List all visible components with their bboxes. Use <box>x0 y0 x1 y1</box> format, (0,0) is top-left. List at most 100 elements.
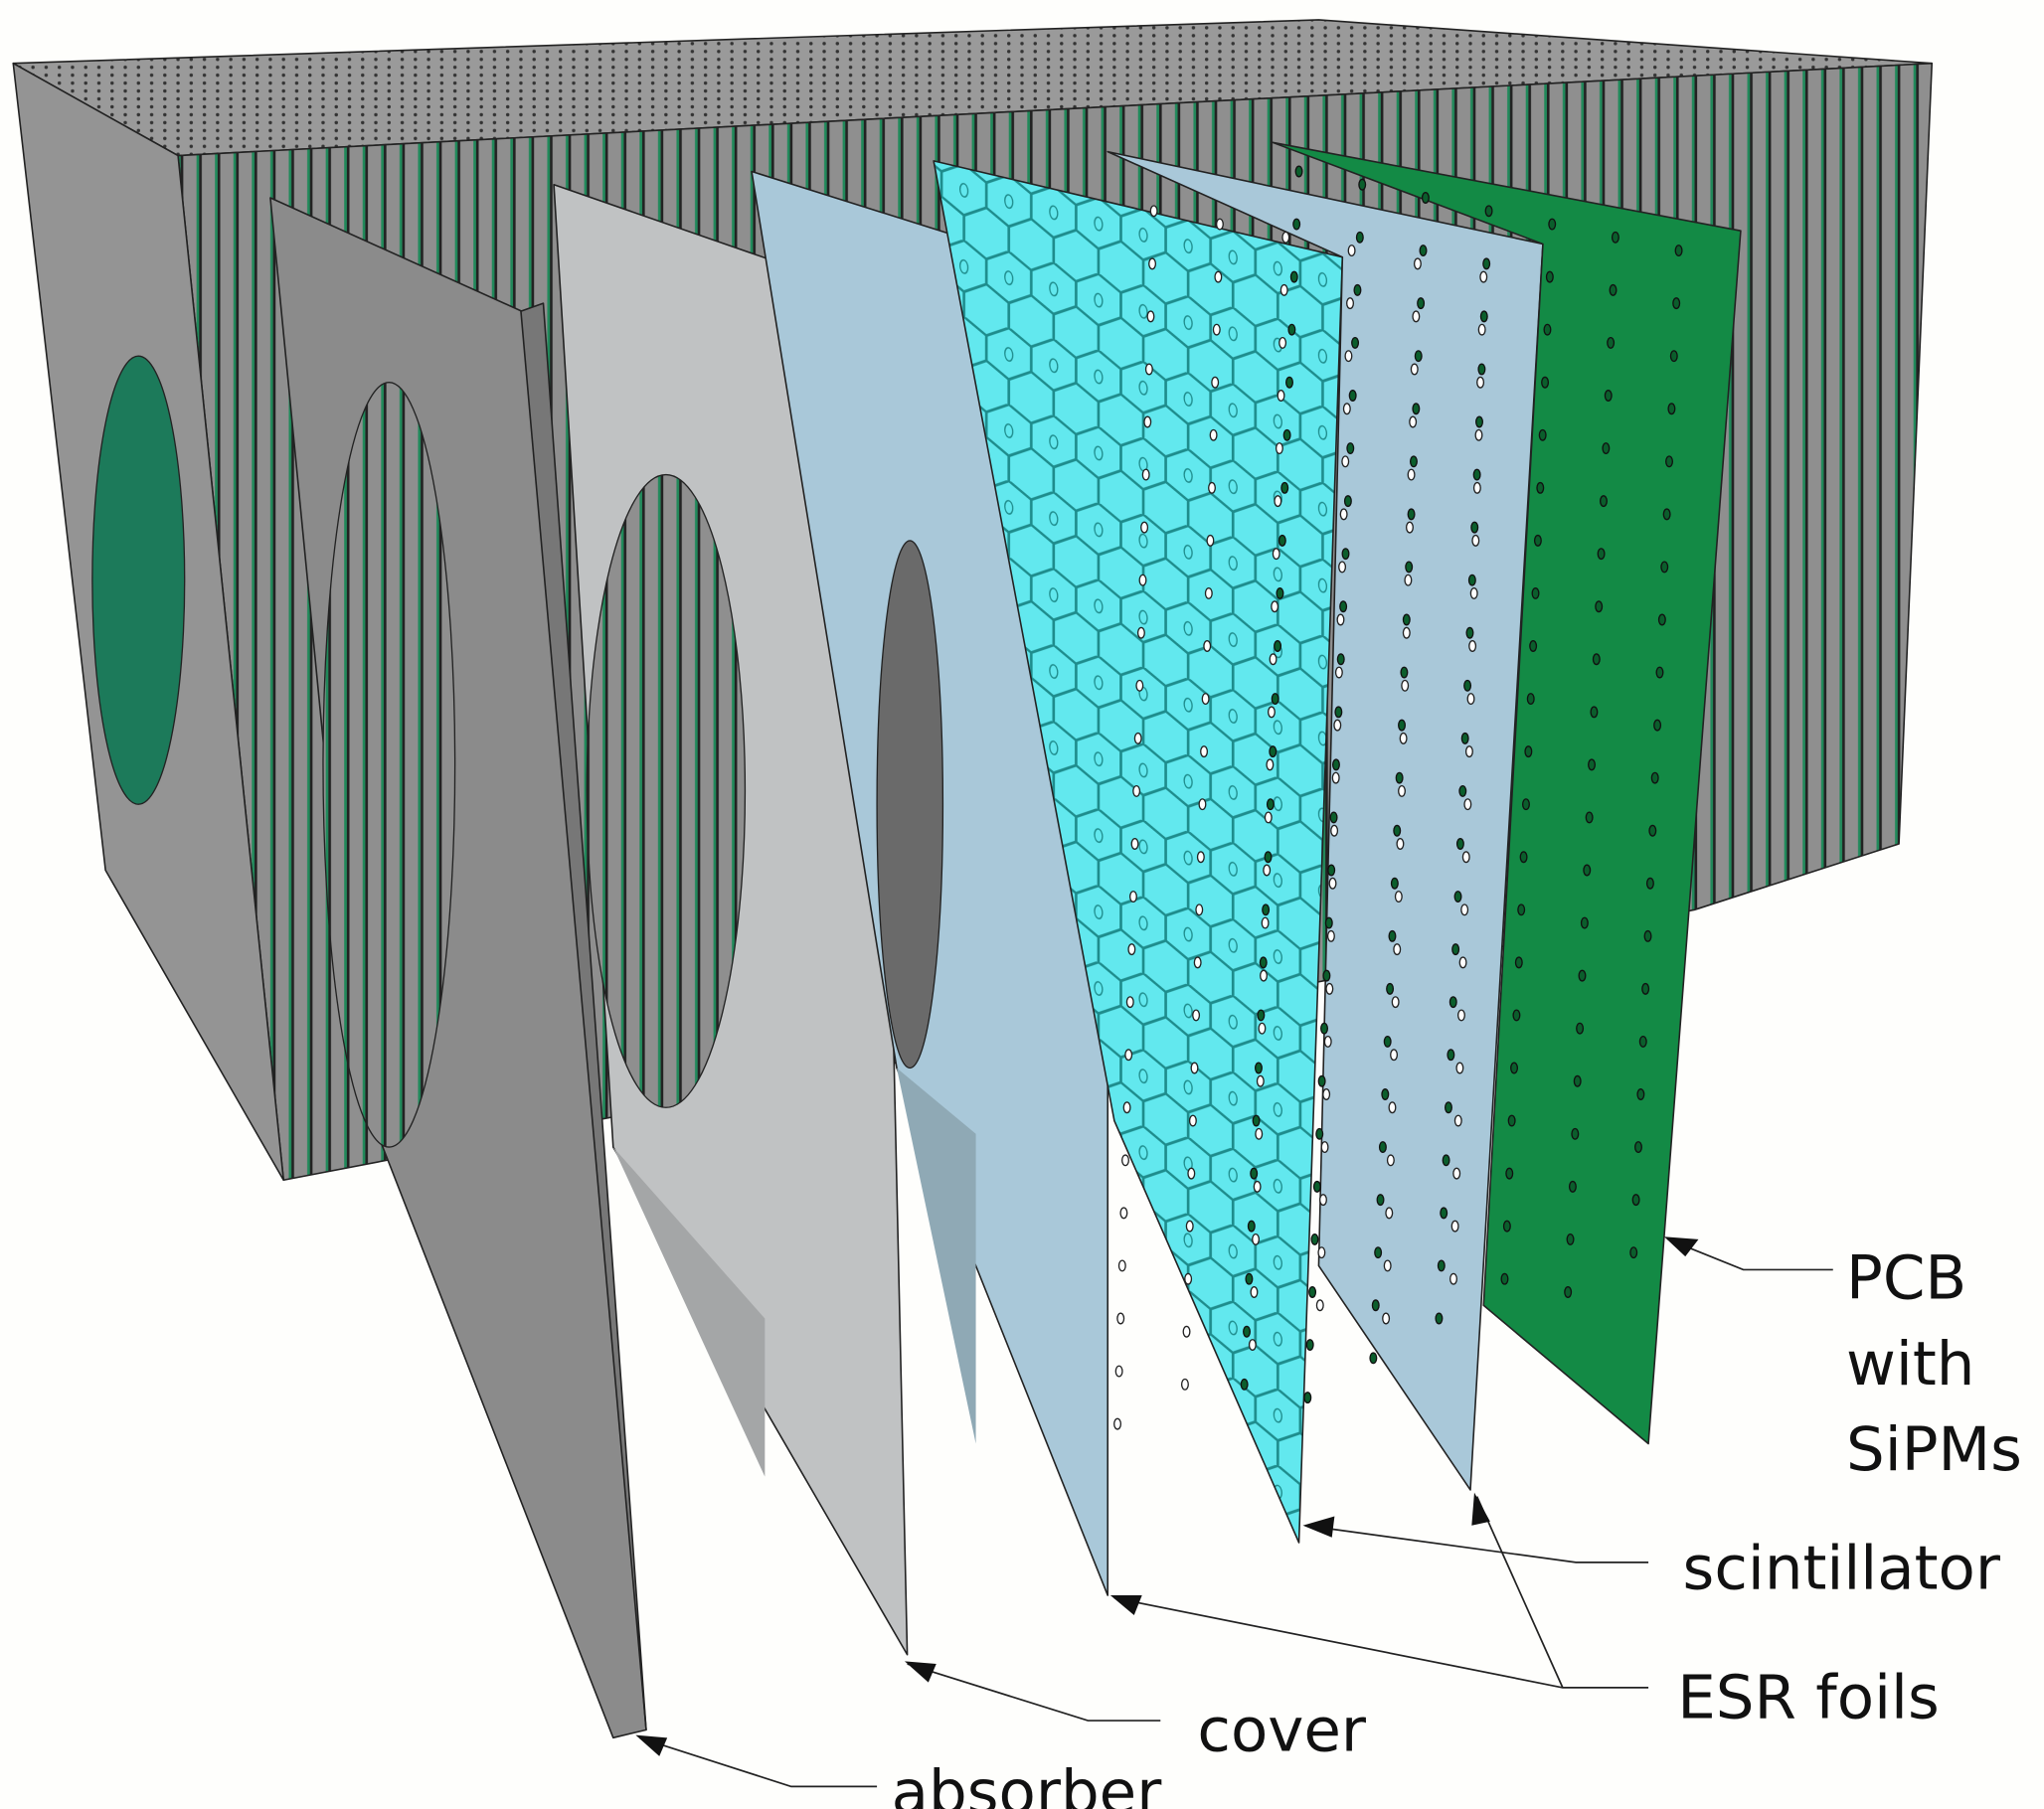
hole <box>1326 929 1335 942</box>
scintillator-leader <box>1305 1524 1649 1563</box>
hole <box>1390 877 1399 890</box>
hole <box>1645 877 1654 890</box>
hole <box>1190 1062 1199 1074</box>
hole <box>1378 1141 1387 1154</box>
hole <box>1543 323 1552 336</box>
hole <box>1455 838 1464 850</box>
hole <box>1460 732 1469 744</box>
hole <box>1566 1233 1575 1245</box>
hole <box>1282 428 1291 441</box>
hole <box>1409 415 1418 428</box>
hole <box>1344 350 1353 363</box>
hole <box>1607 336 1616 349</box>
hole <box>1450 1220 1459 1233</box>
hole <box>1289 270 1298 283</box>
pcb-leader <box>1667 1238 1833 1271</box>
hole <box>1592 653 1601 666</box>
sipm-positions <box>1240 165 1683 1404</box>
hole <box>1548 218 1557 231</box>
hole <box>1391 996 1400 1009</box>
hole <box>1419 245 1428 257</box>
hole <box>1662 508 1671 521</box>
hole <box>1479 310 1488 323</box>
hole <box>1127 943 1136 956</box>
hole <box>1524 745 1533 758</box>
hole <box>1386 982 1395 995</box>
label-pcb-line1: PCB <box>1846 1243 1966 1314</box>
hole <box>1440 1207 1448 1220</box>
hole <box>1327 864 1336 877</box>
hole <box>1287 323 1296 336</box>
hole <box>1604 390 1613 402</box>
hole <box>1214 270 1223 283</box>
hole <box>1514 956 1523 969</box>
hole <box>1571 1127 1580 1140</box>
hole <box>1276 586 1284 599</box>
hole <box>1526 693 1535 706</box>
hole <box>1444 1101 1452 1114</box>
hole <box>1458 956 1467 969</box>
hole <box>1272 548 1280 561</box>
hole <box>1386 1154 1395 1167</box>
hole <box>1133 732 1142 744</box>
hole <box>1517 904 1526 916</box>
pcb-board <box>1240 141 1742 1445</box>
hole <box>1638 1035 1647 1048</box>
hole <box>1383 1259 1392 1272</box>
hole <box>1482 257 1491 270</box>
hole <box>1331 758 1340 771</box>
hole <box>1665 455 1674 468</box>
hole <box>1328 877 1337 890</box>
hole <box>1458 784 1467 797</box>
hole <box>1636 1088 1645 1100</box>
hole <box>1437 1259 1446 1272</box>
hole <box>1182 1325 1191 1338</box>
hole <box>1148 257 1157 270</box>
esr-arrowhead-2 <box>1471 1492 1490 1526</box>
hole <box>1266 798 1275 811</box>
hole <box>1394 891 1403 904</box>
label-pcb-line2: with <box>1846 1329 1974 1399</box>
hole <box>1262 904 1271 916</box>
hole <box>1267 706 1276 719</box>
hole <box>1348 390 1357 402</box>
hole <box>1124 1049 1133 1062</box>
hole <box>1655 666 1664 679</box>
hole <box>1452 1167 1461 1180</box>
hole <box>1471 534 1480 547</box>
hole <box>1135 679 1144 692</box>
esr-foil-holes <box>1113 205 1488 1430</box>
hole <box>1346 297 1355 310</box>
hole <box>1609 283 1618 296</box>
hole <box>1278 534 1286 547</box>
hole <box>1266 758 1275 771</box>
hole <box>1331 771 1340 784</box>
hole <box>1500 1272 1509 1285</box>
hole <box>1474 428 1483 441</box>
hole <box>1595 600 1604 613</box>
hole <box>1576 1022 1585 1035</box>
hole <box>1336 613 1345 626</box>
hole <box>1248 1339 1257 1352</box>
hole <box>1401 679 1410 692</box>
hole <box>1247 1220 1256 1233</box>
hole <box>1442 1154 1450 1167</box>
absorber-hole <box>322 382 456 1148</box>
hole <box>1315 1299 1324 1312</box>
hole <box>1475 415 1483 428</box>
hole <box>1250 1167 1259 1180</box>
hole <box>1261 916 1270 929</box>
hole <box>1393 824 1402 837</box>
hole <box>1215 218 1224 231</box>
hole <box>1258 1022 1267 1035</box>
hole <box>1388 1101 1397 1114</box>
hole <box>1184 1272 1193 1285</box>
hole <box>1271 600 1279 613</box>
hole <box>1456 1009 1465 1022</box>
hole <box>1588 758 1597 771</box>
hole <box>1448 996 1457 1009</box>
hole <box>1334 666 1343 679</box>
hole <box>1597 548 1606 561</box>
hole <box>1308 1286 1317 1298</box>
hole <box>1260 969 1268 982</box>
